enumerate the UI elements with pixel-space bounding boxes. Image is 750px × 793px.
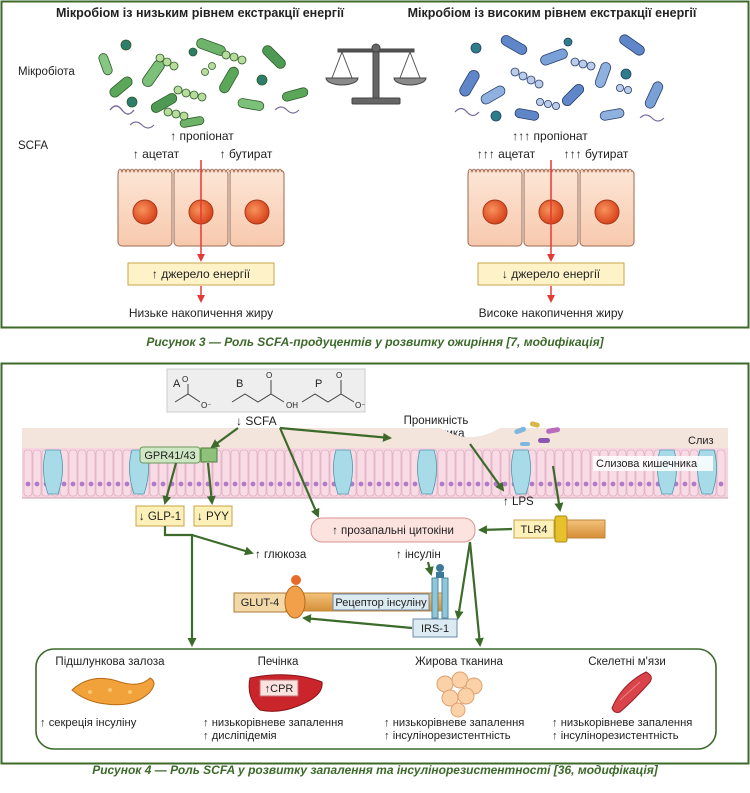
scfa-decrease-label: ↓ SCFA <box>236 414 277 428</box>
left-panel-title: Мікробіом із низьким рівнем екстракції е… <box>56 6 344 20</box>
figure3: Мікробіом із низьким рівнем екстракції е… <box>0 0 750 329</box>
glucose-molecule-icon <box>291 575 301 585</box>
left-propionate-label: ↑ пропіонат <box>170 129 234 143</box>
irs1-box <box>412 618 458 638</box>
tlr4-label: TLR4 <box>521 524 548 536</box>
glucose-label: ↑ глюкоза <box>255 549 307 561</box>
left-energy-box <box>127 262 275 286</box>
right-outcome-label: Високе накопичення жиру <box>479 306 624 320</box>
glut4-label: GLUT-4 <box>241 597 280 609</box>
tlr4-membrane <box>566 519 606 539</box>
scfa-molecules: A B P O O⁻ O OH O O⁻ <box>166 368 366 413</box>
organ-name: Жирова тканина <box>415 656 503 668</box>
right-butyrate-label: ↑↑↑ бутират <box>564 147 629 161</box>
pyy-label: ↓ PYY <box>197 511 229 523</box>
molecule-p-label: P <box>315 378 322 390</box>
adipose-tissue-icon <box>436 671 483 718</box>
insulin-label: ↑ інсулін <box>396 549 441 561</box>
right-acetate-label: ↑↑↑ ацетат <box>477 147 536 161</box>
molecule-p-o: O <box>336 371 342 380</box>
organ-effect: ↑ інсулінорезистентність <box>384 730 511 742</box>
left-microbiota <box>98 38 309 129</box>
cytokines-label: ↑ прозапальні цитокіни <box>332 525 454 537</box>
organ-effect: ↑ низькорівневе запалення <box>552 717 692 729</box>
skeletal-muscle-icon <box>611 671 652 713</box>
left-energy-label: ↑ джерело енергії <box>152 267 251 281</box>
organ-effect: ↑ низькорівневе запалення <box>384 717 524 729</box>
molecule-a-ominus: O⁻ <box>201 401 211 410</box>
gpr-receptor-icon <box>200 447 218 463</box>
organ-name: Скелетні м'язи <box>588 656 666 668</box>
organ-effect: ↑ дисліпідемія <box>203 730 277 742</box>
right-panel-title: Мікробіом із високим рівнем екстракції е… <box>408 6 697 20</box>
lps-label: ↑ LPS <box>503 496 534 508</box>
organs-box <box>35 648 717 750</box>
glp1-box <box>135 505 185 527</box>
glut4-transporter-icon <box>284 585 306 619</box>
cytokines-box <box>310 517 476 543</box>
organ-effect: ↑ інсулінорезистентність <box>552 730 679 742</box>
pathway-arrows <box>162 426 564 647</box>
bacteria-icon <box>514 421 561 446</box>
left-acetate-label: ↑ ацетат <box>133 147 180 161</box>
organ-name: Підшлункова залоза <box>55 656 165 668</box>
right-energy-box <box>477 262 625 286</box>
molecule-b-oh: OH <box>286 401 298 410</box>
gpr41-43-label: GPR41/43 <box>144 450 195 462</box>
pyy-box <box>193 505 233 527</box>
irs1-label: IRS-1 <box>421 623 449 635</box>
left-butyrate-label: ↑ бутират <box>220 147 273 161</box>
gpr41-43-box <box>139 446 201 464</box>
crp-badge <box>259 679 299 697</box>
crp-label: ↑CPR <box>265 683 294 695</box>
right-microbiota <box>454 34 665 122</box>
scfa-label: SCFA <box>18 140 48 152</box>
insulin-receptor-box <box>332 593 430 611</box>
molecule-p-ominus: O⁻ <box>355 401 365 410</box>
insulin-receptor-label: Рецептор інсуліну <box>335 597 427 609</box>
mucus-label: Слиз <box>688 435 714 447</box>
molecule-b-label: B <box>236 378 243 390</box>
figure4: A B P O O⁻ O OH O O⁻ ↓ SCFA Проникністьк… <box>0 362 750 765</box>
microbiota-label: Мікробіота <box>18 66 75 78</box>
figure3-caption: Рисунок 3 — Роль SCFA-продуцентів у розв… <box>146 335 604 349</box>
tlr4-receptor-icon <box>554 515 568 543</box>
molecule-a-o: O <box>182 375 188 384</box>
figure4-caption: Рисунок 4 — Роль SCFA у розвитку запален… <box>92 763 659 777</box>
organ-effect: ↑ низькорівневе запалення <box>203 717 343 729</box>
organ-effect: ↑ секреція інсуліну <box>40 717 137 729</box>
right-energy-label: ↓ джерело енергії <box>502 267 601 281</box>
left-outcome-label: Низьке накопичення жиру <box>129 306 273 320</box>
mucosa-label: Слизова кишечника <box>596 458 698 470</box>
tlr4-box <box>513 519 555 539</box>
molecule-a-label: A <box>173 378 181 390</box>
organ-name: Печінка <box>258 656 299 668</box>
glp1-label: ↓ GLP-1 <box>139 511 181 523</box>
right-propionate-label: ↑↑↑ пропіонат <box>512 129 588 143</box>
insulin-receptor-icon <box>431 564 449 619</box>
balance-scale-icon <box>325 43 427 105</box>
pancreas-icon <box>71 677 155 706</box>
molecule-b-o: O <box>266 371 272 380</box>
